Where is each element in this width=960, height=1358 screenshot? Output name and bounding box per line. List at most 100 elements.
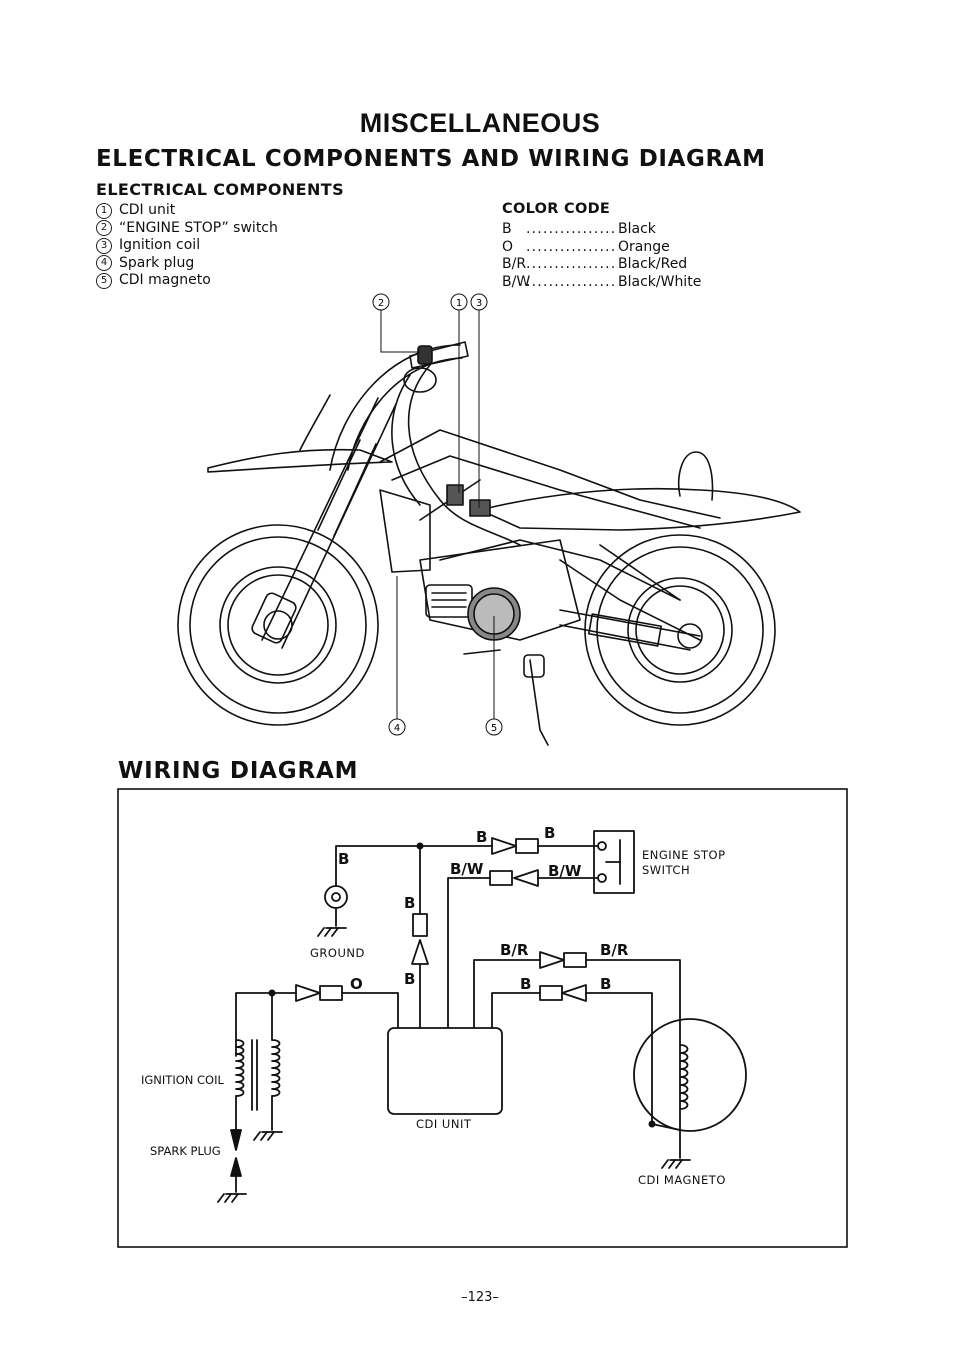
color-row: O.......................Orange xyxy=(502,239,701,257)
color-name: Orange xyxy=(618,238,670,255)
section-title: ELECTRICAL COMPONENTS AND WIRING DIAGRAM xyxy=(96,146,766,172)
callout-circle xyxy=(388,718,406,736)
wire-bw xyxy=(447,869,599,1029)
color-name: Black/Red xyxy=(618,256,688,272)
dot-leader: ....................... xyxy=(526,238,618,255)
color-code: B/W xyxy=(502,273,531,290)
wire-b-top xyxy=(419,837,599,855)
callout-circle xyxy=(485,718,503,736)
frame xyxy=(379,429,721,641)
wire-b-vertical xyxy=(411,845,429,1029)
subsection-title: ELECTRICAL COMPONENTS xyxy=(96,180,345,199)
list-item: 1 CDI unit xyxy=(96,202,278,220)
list-item: 4 Spark plug xyxy=(96,255,278,273)
component-label: GROUND xyxy=(310,946,365,960)
cdi-magneto xyxy=(633,1018,747,1169)
component-label: SPARK PLUG xyxy=(150,1144,221,1158)
wire-o xyxy=(235,984,399,1057)
front-fender-edge xyxy=(299,394,331,451)
wire-label: B/W xyxy=(450,860,484,878)
kickstand xyxy=(529,659,549,746)
component-label: CDI unit xyxy=(119,202,176,218)
color-code: B/R xyxy=(502,256,527,272)
cable xyxy=(407,364,521,546)
wire-b-magneto xyxy=(491,984,653,1125)
cdi-unit-block xyxy=(446,484,464,506)
wire-label: B xyxy=(404,970,415,988)
component-label: Spark plug xyxy=(119,254,195,271)
color-code: B xyxy=(502,221,512,237)
callout-circle xyxy=(450,293,468,311)
callout-text: 3 xyxy=(476,298,482,309)
wiring-diagram-title: WIRING DIAGRAM xyxy=(118,758,359,784)
ignition-coil-symbol xyxy=(235,1039,283,1141)
callout-number: 1 xyxy=(96,202,112,219)
diagram-frame xyxy=(117,788,848,1248)
callout-number: 4 xyxy=(96,255,112,272)
color-row: B/W.......................Black/White xyxy=(502,274,701,292)
color-code: O xyxy=(502,238,514,255)
wire-label: B/R xyxy=(600,941,629,959)
ignition-coil-block xyxy=(469,499,491,517)
list-item: 3 Ignition coil xyxy=(96,237,278,255)
color-row: B/R.......................Black/Red xyxy=(502,256,701,274)
spark-plug-symbol xyxy=(217,1129,247,1203)
callout-text: 5 xyxy=(491,723,497,734)
list-item: 2 “ENGINE STOP” switch xyxy=(96,220,278,238)
dot-leader: ....................... xyxy=(526,256,618,272)
ground-terminal xyxy=(317,845,421,937)
callout-markers: 2 1 3 4 5 xyxy=(372,293,503,736)
callout-text: 4 xyxy=(394,723,400,734)
component-list: 1 CDI unit 2 “ENGINE STOP” switch 3 Ignitio… xyxy=(96,202,278,290)
wire-label: B/W xyxy=(548,862,582,880)
brake-pedal xyxy=(463,649,501,655)
callout-number: 5 xyxy=(96,272,112,289)
color-row: B.......................Black xyxy=(502,221,701,239)
callout-number: 3 xyxy=(96,237,112,254)
junction-dot xyxy=(648,1120,656,1128)
cable xyxy=(391,374,421,506)
chain xyxy=(559,624,691,651)
component-label: CDI MAGNETO xyxy=(638,1173,726,1187)
component-label: ENGINE STOP xyxy=(642,848,726,862)
engine xyxy=(419,539,581,641)
wire-label: B xyxy=(600,975,611,993)
color-code-title: COLOR CODE xyxy=(502,201,611,217)
junction-dot xyxy=(416,842,424,850)
wire-label: B xyxy=(520,975,531,993)
component-label: “ENGINE STOP” switch xyxy=(119,219,278,236)
wire-br xyxy=(473,951,681,1131)
color-code-table: B.......................Black O.........… xyxy=(502,221,701,291)
component-label: Ignition coil xyxy=(119,237,201,253)
color-name: Black xyxy=(618,221,656,237)
junction-dots xyxy=(268,842,656,1128)
cdi-unit-box xyxy=(387,1027,503,1115)
dot-leader: ....................... xyxy=(526,273,618,290)
callout-number: 2 xyxy=(96,220,112,237)
color-name: Black/White xyxy=(618,273,702,290)
wire-label: B xyxy=(476,828,487,846)
component-label: CDI UNIT xyxy=(416,1117,472,1131)
front-wheel xyxy=(177,524,379,726)
front-fender xyxy=(207,448,393,473)
chain-guard xyxy=(587,613,663,647)
front-fork xyxy=(251,397,397,649)
swingarm xyxy=(559,609,701,637)
side-cover xyxy=(379,489,431,573)
leader-lines xyxy=(380,310,495,720)
junction-dot xyxy=(268,989,276,997)
wire-label: B/R xyxy=(500,941,529,959)
wire-label: B xyxy=(544,824,555,842)
engine-stop-switch xyxy=(593,830,635,894)
wire-label: B xyxy=(338,850,349,868)
callout-circle xyxy=(470,293,488,311)
page-title: MISCELLANEOUS xyxy=(359,108,601,138)
motorcycle-illustration: 2 1 3 4 5 xyxy=(177,293,801,746)
handlebar xyxy=(329,341,469,471)
callout-text: 1 xyxy=(456,298,462,309)
component-label: IGNITION COIL xyxy=(141,1073,224,1087)
component-label: SWITCH xyxy=(642,863,690,877)
component-label: CDI magneto xyxy=(119,272,211,288)
list-item: 5 CDI magneto xyxy=(96,272,278,290)
callout-text: 2 xyxy=(378,298,384,309)
